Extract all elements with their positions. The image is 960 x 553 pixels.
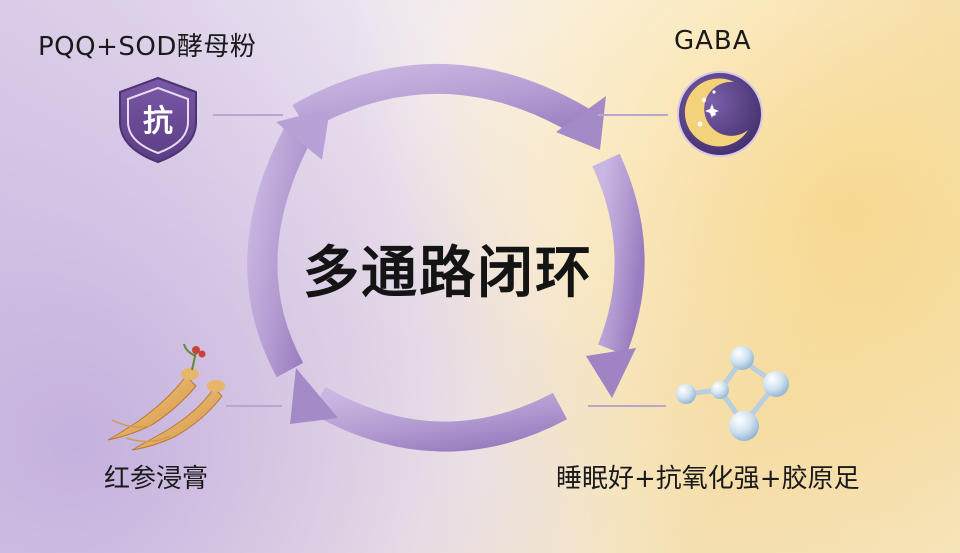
connector-bottom-left bbox=[226, 405, 282, 407]
cycle-arrow-bottom bbox=[290, 368, 568, 452]
shield-icon: 抗 bbox=[119, 76, 197, 164]
node-label-bottom-left: 红参浸膏 bbox=[104, 464, 209, 494]
connector-top-left bbox=[213, 114, 283, 116]
shield-icon-text: 抗 bbox=[143, 104, 173, 139]
cycle-arrow-top bbox=[292, 63, 606, 150]
node-label-top-right: GABA bbox=[674, 26, 752, 56]
ginseng-icon bbox=[107, 343, 225, 451]
connector-bottom-right bbox=[588, 405, 666, 407]
connector-top-right bbox=[598, 114, 668, 116]
center-title: 多通路闭环 bbox=[303, 241, 593, 306]
node-label-bottom-right: 睡眠好+抗氧化强+胶原足 bbox=[556, 464, 860, 494]
molecule-icon bbox=[676, 346, 789, 441]
node-label-top-left: PQQ+SOD酵母粉 bbox=[38, 32, 257, 62]
moon-stars-icon bbox=[677, 71, 763, 157]
cycle-arrow-left bbox=[247, 108, 330, 378]
cycle-arrow-right bbox=[586, 153, 645, 398]
